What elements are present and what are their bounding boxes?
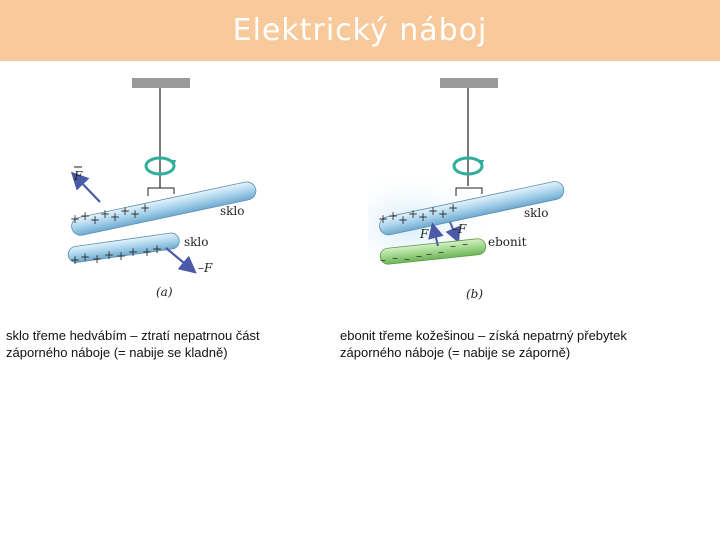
svg-text:+: + (80, 209, 90, 223)
force-label-bottom: F (419, 227, 429, 241)
ceiling-support (132, 78, 190, 88)
caption-glass: sklo třeme hedvábím – ztratí nepatrnou č… (6, 328, 260, 360)
svg-text:+: + (90, 213, 100, 227)
svg-text:+: + (128, 245, 138, 259)
figure-b: +++ +++ ++ sklo –F ––– ––– –– ebonit F (… (368, 70, 568, 310)
force-label-top: F (73, 169, 83, 183)
svg-text:–: – (404, 252, 410, 266)
stirrup (147, 187, 175, 196)
panel-label-b: (b) (466, 287, 483, 301)
force-label-top: –F (452, 222, 467, 236)
glass-rod-bottom (67, 232, 180, 263)
svg-text:+: + (70, 212, 80, 226)
panel-label-a: (a) (156, 285, 173, 299)
stirrup (455, 187, 483, 196)
positive-charges-top: +++ +++ ++ (70, 201, 150, 227)
svg-text:+: + (438, 207, 448, 221)
svg-text:+: + (120, 204, 130, 218)
rod-top-label: sklo (524, 206, 549, 220)
rotation-arrow-icon (144, 156, 176, 176)
svg-text:+: + (100, 207, 110, 221)
title-bar: Elektrický náboj (0, 0, 720, 61)
caption-ebonite: ebonit třeme kožešinou – získá nepatrný … (340, 328, 627, 360)
force-arrow-top (70, 171, 101, 203)
ebonite-rod (379, 238, 487, 265)
svg-text:+: + (140, 201, 150, 215)
rod-bottom-label: sklo (184, 235, 209, 249)
svg-text:+: + (116, 249, 126, 263)
svg-text:+: + (418, 210, 428, 224)
force-label-bottom: –F (198, 261, 213, 275)
svg-text:+: + (428, 204, 438, 218)
figure-b-drawing: +++ +++ ++ sklo –F ––– ––– –– ebonit F (… (368, 78, 565, 301)
svg-text:+: + (388, 209, 398, 223)
svg-text:–: – (392, 251, 398, 265)
force-arrow-top (445, 221, 461, 244)
glass-rod-top (71, 181, 257, 236)
force-arrow-bottom (428, 222, 444, 247)
ceiling-support (440, 78, 498, 88)
rod-top-label: sklo (220, 204, 245, 218)
rotation-arrow-icon (452, 156, 484, 176)
svg-text:+: + (92, 252, 102, 266)
figure-a: +++ +++ ++ sklo F +++ +++ ++ sklo –F (a) (62, 70, 262, 310)
svg-text:–: – (380, 253, 386, 267)
svg-text:+: + (130, 207, 140, 221)
svg-text:+: + (142, 245, 152, 259)
positive-charges-bottom: +++ +++ ++ (70, 242, 162, 267)
svg-text:+: + (104, 248, 114, 262)
figure-a-drawing: +++ +++ ++ sklo F +++ +++ ++ sklo –F (a) (67, 78, 257, 299)
svg-text:+: + (152, 242, 162, 256)
svg-text:+: + (448, 201, 458, 215)
force-arrow-bottom (165, 247, 197, 274)
svg-text:+: + (80, 250, 90, 264)
svg-text:–: – (438, 245, 444, 259)
positive-charges-top: +++ +++ ++ (378, 201, 458, 227)
page-title: Elektrický náboj (232, 13, 488, 48)
svg-text:–: – (416, 249, 422, 263)
negative-charges: ––– ––– –– (380, 237, 468, 267)
svg-text:+: + (70, 253, 80, 267)
svg-text:+: + (398, 213, 408, 227)
rod-bottom-label: ebonit (488, 235, 527, 249)
glass-rod-top (379, 181, 565, 236)
svg-text:+: + (408, 207, 418, 221)
svg-text:+: + (378, 212, 388, 226)
svg-text:–: – (426, 247, 432, 261)
svg-text:+: + (110, 210, 120, 224)
svg-text:–: – (462, 237, 468, 251)
svg-text:–: – (450, 239, 456, 253)
